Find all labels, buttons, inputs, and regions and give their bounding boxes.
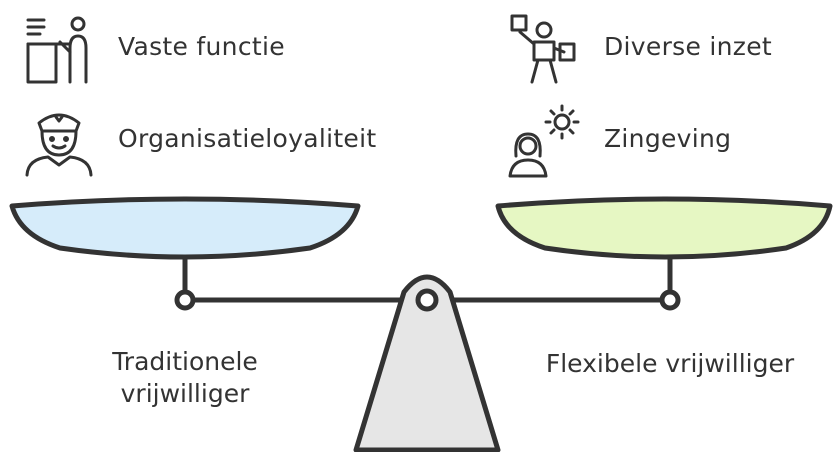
person-with-sun-icon <box>508 104 580 178</box>
caption-left-line1: Traditionele <box>112 347 258 376</box>
juggling-person-icon <box>510 14 576 84</box>
center-pivot <box>415 288 439 312</box>
scale-stand <box>353 274 501 452</box>
label-vaste-functie: Vaste functie <box>118 32 285 61</box>
right-beam-pivot <box>659 289 681 311</box>
left-pan <box>9 196 361 260</box>
office-worker-desk-icon <box>26 16 88 84</box>
label-zingeving: Zingeving <box>604 124 732 153</box>
label-diverse-inzet: Diverse inzet <box>604 32 772 61</box>
caption-traditionele-vrijwilliger: Traditionele vrijwilliger <box>70 346 300 410</box>
caption-flexibele-vrijwilliger: Flexibele vrijwilliger <box>545 349 795 378</box>
right-pan <box>495 196 833 260</box>
caption-left-line2: vrijwilliger <box>120 379 250 408</box>
left-beam-pivot <box>174 289 196 311</box>
uniformed-person-icon <box>25 113 93 177</box>
label-organisatieloyaliteit: Organisatieloyaliteit <box>118 124 377 153</box>
